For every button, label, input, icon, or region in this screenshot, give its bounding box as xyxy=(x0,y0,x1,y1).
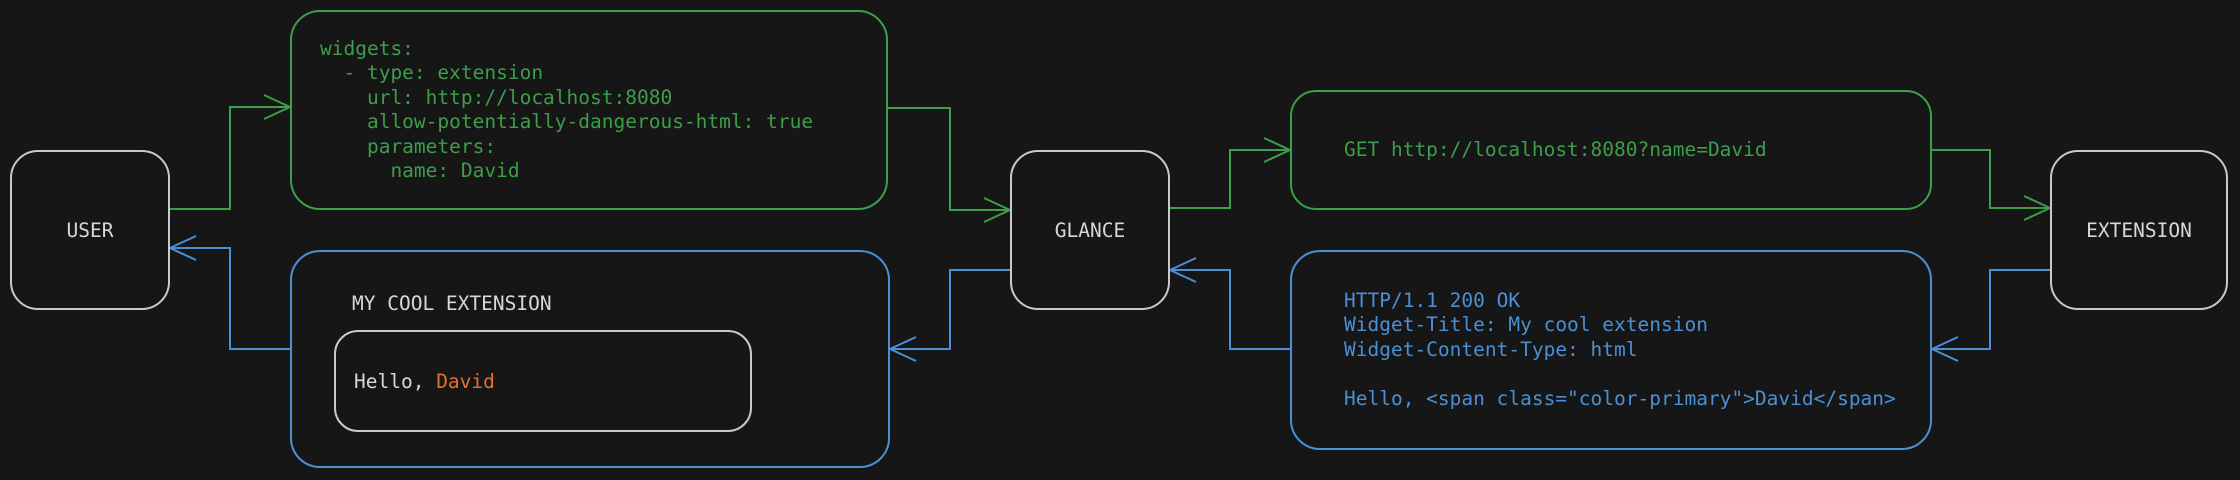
node-extension: EXTENSION xyxy=(2050,150,2228,310)
node-user-label: USER xyxy=(66,218,114,242)
widget-greeting-box: Hello, David xyxy=(334,330,752,432)
http-request-text: GET http://localhost:8080?name=David xyxy=(1344,137,1767,161)
config-yaml-box: widgets: - type: extension url: http://l… xyxy=(290,10,888,210)
config-yaml-code: widgets: - type: extension url: http://l… xyxy=(320,36,814,183)
wire-request-to-extension-arrow xyxy=(1932,149,2053,221)
wire-widget-to-user-arrow xyxy=(167,235,290,350)
greeting-prefix: Hello, xyxy=(354,369,437,393)
node-user: USER xyxy=(10,150,170,310)
node-extension-label: EXTENSION xyxy=(2086,218,2192,242)
wire-response-to-glance-arrow xyxy=(1167,257,1290,350)
widget-title: MY COOL EXTENSION xyxy=(352,292,552,315)
wire-extension-to-response-arrow xyxy=(1929,269,2050,362)
node-glance-label: GLANCE xyxy=(1054,218,1126,242)
wire-user-to-config-arrow xyxy=(170,94,293,210)
wire-config-to-glance-arrow xyxy=(888,107,1013,223)
wire-glance-to-widget-arrow xyxy=(887,269,1010,362)
wire-glance-to-request-arrow xyxy=(1170,137,1293,209)
http-request-box: GET http://localhost:8080?name=David xyxy=(1290,90,1932,210)
rendered-widget-box: MY COOL EXTENSION Hello, David xyxy=(290,250,890,468)
greeting-name: David xyxy=(436,369,495,393)
http-response-box: HTTP/1.1 200 OK Widget-Title: My cool ex… xyxy=(1290,250,1932,450)
http-response-code: HTTP/1.1 200 OK Widget-Title: My cool ex… xyxy=(1344,288,1896,410)
node-glance: GLANCE xyxy=(1010,150,1170,310)
